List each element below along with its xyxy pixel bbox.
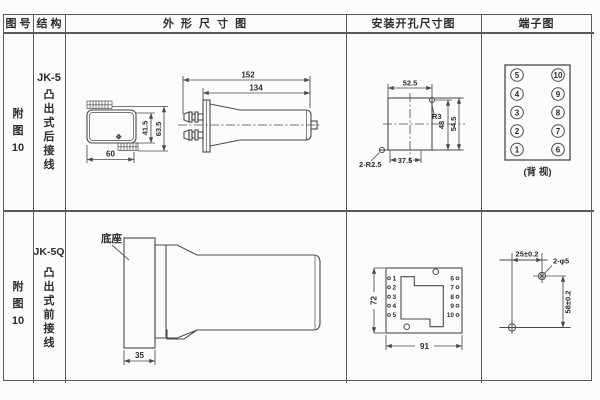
terminal-number: 8 <box>450 294 454 301</box>
terminal-stud <box>183 111 204 123</box>
side-view-drawing-jk5: 152 134 <box>178 71 322 153</box>
terminal-number: 4 <box>393 303 397 310</box>
panel-cutout-outline <box>385 267 463 334</box>
terminal-number: 5 <box>515 71 520 80</box>
terminal-number: 7 <box>556 127 561 136</box>
dim-hole-note: 2-R2.5 <box>359 160 382 169</box>
dimension-lines <box>182 76 311 114</box>
terminal-holes-left: 1 2 3 4 5 <box>387 276 397 319</box>
row2-figure-no: 附 图 10 <box>11 281 25 327</box>
drill-hole-bottom <box>507 323 517 332</box>
terminal-number: 6 <box>450 276 454 283</box>
dim-h-spacing: 25±0.2 <box>516 250 539 259</box>
terminal-number: 10 <box>554 71 563 80</box>
dim-v-spacing: 58±0.2 <box>564 291 573 314</box>
dim-hole-note: 2-φ5 <box>553 257 569 266</box>
stepped-cutout <box>400 276 444 328</box>
row2-structure: 凸 出 式 前 接 线 <box>43 267 55 349</box>
dim-width: 91 <box>420 342 429 351</box>
drill-hole-top <box>537 271 547 281</box>
terminal-number: 7 <box>450 285 454 292</box>
row1-model: JK-5 <box>37 72 61 84</box>
dim-outer-height: 63.5 <box>154 122 163 137</box>
dim-bottom-width: 37.5 <box>398 156 413 165</box>
hatched-tab-top <box>86 100 113 109</box>
dimension-lines <box>371 267 463 350</box>
terminal-number: 2 <box>515 127 520 136</box>
terminal-diagram-jk5: 5 4 3 2 1 10 9 8 7 6 (背 视) <box>504 64 571 178</box>
row2-model: JK-5Q <box>33 246 65 258</box>
relay-body <box>154 244 321 340</box>
hatched-tab-bottom <box>117 142 139 151</box>
base-label: 底座 <box>101 232 122 245</box>
dim-total-length: 152 <box>241 71 255 80</box>
terminal-number: 3 <box>515 108 520 117</box>
dim-base-width: 35 <box>135 351 144 360</box>
terminal-holes-right: 6 7 8 9 10 <box>447 276 460 319</box>
dim-inner-height: 41.5 <box>141 121 150 136</box>
row1-structure: 凸 出 式 后 接 线 <box>43 89 55 171</box>
relay-side-body <box>178 99 322 153</box>
header-terminal: 端子图 <box>518 18 555 30</box>
terminal-number: 2 <box>393 285 397 292</box>
terminal-number: 10 <box>447 312 455 319</box>
header-structure: 结 构 <box>36 18 62 30</box>
dim-inner-height: 48 <box>437 121 446 129</box>
terminal-circles: 5 4 3 2 1 10 9 8 7 6 <box>510 68 565 157</box>
mounting-hole-drawing-jk5q: 1 2 3 4 5 6 7 8 9 10 72 91 <box>370 267 463 351</box>
terminal-number: 4 <box>515 90 520 99</box>
leader-line <box>111 244 130 261</box>
terminal-number: 3 <box>393 294 397 301</box>
dim-height: 72 <box>370 296 379 305</box>
dim-front-width: 60 <box>106 150 115 159</box>
view-note: (背 视) <box>524 166 552 178</box>
screw-hole-mark <box>116 134 122 140</box>
terminal-stud <box>183 129 204 141</box>
mount-hole-bottom-left <box>379 147 385 153</box>
dimension-lines <box>123 350 156 365</box>
relay-base <box>123 237 156 349</box>
header-outline: 外 形 尺 寸 图 <box>162 18 249 30</box>
front-view-drawing-jk5: 41.5 63.5 60 <box>86 100 168 163</box>
terminal-number: 5 <box>393 312 397 319</box>
terminal-number: 1 <box>393 276 397 283</box>
terminal-number: 6 <box>556 145 561 154</box>
terminal-block-outline <box>504 64 571 161</box>
terminal-number: 9 <box>556 90 561 99</box>
column-divider <box>65 14 66 383</box>
mounting-hole-drawing-jk5: 52.5 R3 48 54.5 2-R2.5 37.5 <box>359 79 465 169</box>
row1-figure-no: 附 图 10 <box>11 108 25 154</box>
dim-outer-height: 54.5 <box>449 117 458 132</box>
row-divider <box>3 210 594 212</box>
column-divider <box>481 14 482 383</box>
header-divider <box>3 32 594 34</box>
dimension-lines <box>511 257 566 328</box>
terminal-number: 8 <box>556 108 561 117</box>
terminal-number: 1 <box>515 145 520 154</box>
dim-top-width: 52.5 <box>403 79 418 88</box>
header-figure-no: 图 号 <box>5 18 31 30</box>
mount-hole-bottom <box>403 323 411 330</box>
relay-front-outline <box>86 109 137 144</box>
dimension-lines <box>370 84 462 163</box>
terminal-number: 9 <box>450 303 454 310</box>
header-mounting: 安装开孔尺寸图 <box>371 18 456 30</box>
column-divider <box>346 14 347 383</box>
table-border <box>3 14 592 381</box>
dim-corner-radius: R3 <box>432 112 442 121</box>
drill-pattern-drawing: 25±0.2 2-φ5 58±0.2 <box>499 250 573 334</box>
relay-front-inner <box>89 112 134 141</box>
mount-hole-top <box>432 268 439 275</box>
outline-drawing-jk5q: 底座 35 <box>101 232 321 365</box>
column-divider <box>33 14 34 383</box>
dimension-lines <box>86 106 168 163</box>
dim-body-length: 134 <box>249 84 263 93</box>
